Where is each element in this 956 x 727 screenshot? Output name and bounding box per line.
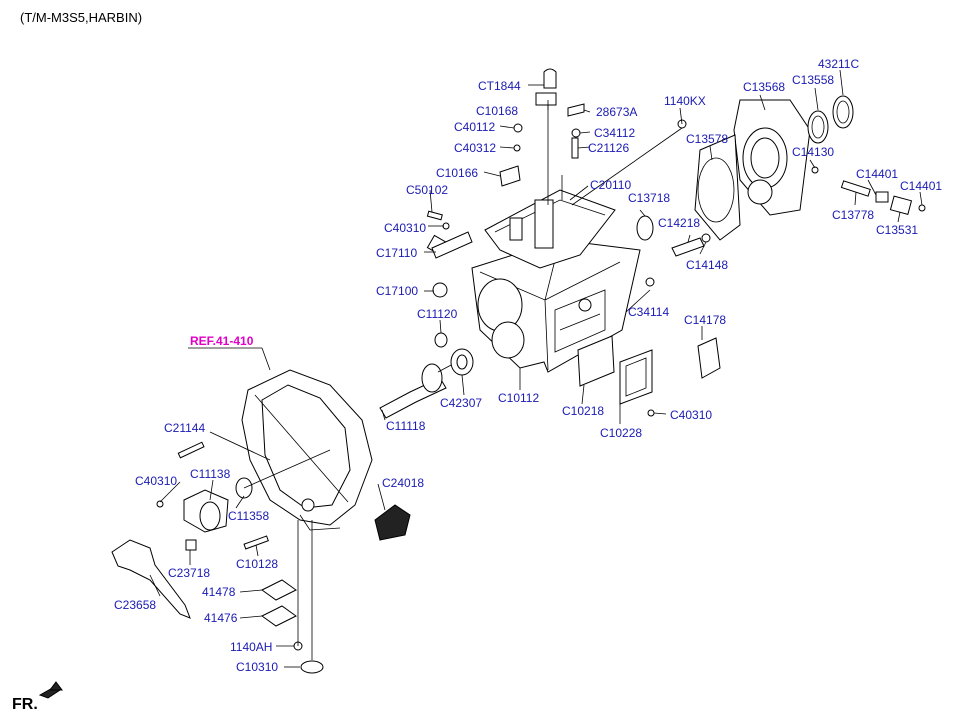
part-label-c40312[interactable]: C40312 <box>454 141 497 155</box>
part-label-c40310-left[interactable]: C40310 <box>135 474 178 488</box>
part-label-41478[interactable]: 41478 <box>202 585 236 599</box>
part-label-c17110[interactable]: C17110 <box>376 246 418 260</box>
part-label-c40310-top[interactable]: C40310 <box>384 221 427 235</box>
part-label-c10128[interactable]: C10128 <box>236 557 279 571</box>
part-label-c13558[interactable]: C13558 <box>792 73 835 87</box>
bell-housing <box>241 369 373 531</box>
part-label-c40112[interactable]: C40112 <box>454 120 496 134</box>
part-label-c13778[interactable]: C13778 <box>832 208 875 222</box>
part-label-c10310[interactable]: C10310 <box>236 660 279 674</box>
part-label-c14148[interactable]: C14148 <box>686 258 729 272</box>
part-label-c21144[interactable]: C21144 <box>164 421 206 435</box>
part-label-c20110[interactable]: C20110 <box>590 178 632 192</box>
part-label-43211c[interactable]: 43211C <box>818 57 860 71</box>
part-label-c11138[interactable]: C11138 <box>190 467 231 481</box>
part-label-c14401-a[interactable]: C14401 <box>856 167 899 181</box>
hardware <box>177 103 819 674</box>
part-label-c14218[interactable]: C14218 <box>658 216 701 230</box>
part-label-c13718[interactable]: C13718 <box>628 191 671 205</box>
front-arrow-icon <box>38 681 63 699</box>
side-covers <box>577 335 721 417</box>
part-label-c13531[interactable]: C13531 <box>876 223 919 237</box>
part-label-c11358[interactable]: C11358 <box>228 509 270 523</box>
part-label-c40310-side[interactable]: C40310 <box>670 408 713 422</box>
part-label-1140ah[interactable]: 1140AH <box>230 640 273 654</box>
part-label-c34114[interactable]: C34114 <box>628 305 670 319</box>
part-label-c10228[interactable]: C10228 <box>600 426 643 440</box>
part-label-c14130[interactable]: C14130 <box>792 145 835 159</box>
part-label-c50102[interactable]: C50102 <box>406 183 449 197</box>
part-label-c11118[interactable]: C11118 <box>386 419 426 433</box>
speedo-parts <box>840 180 926 215</box>
input-shaft <box>379 348 474 419</box>
part-label-41476[interactable]: 41476 <box>204 611 238 625</box>
part-label-c10112[interactable]: C10112 <box>498 391 540 405</box>
part-label-c34112[interactable]: C34112 <box>594 126 636 140</box>
part-label-c42307[interactable]: C42307 <box>440 396 483 410</box>
reference-link-41-410[interactable]: REF.41-410 <box>190 334 254 348</box>
part-label-c10166[interactable]: C10166 <box>436 166 479 180</box>
part-label-28673a[interactable]: 28673A <box>596 105 638 119</box>
part-label-c13568[interactable]: C13568 <box>743 80 786 94</box>
part-label-c23718[interactable]: C23718 <box>168 566 211 580</box>
diagram-title: (T/M-M3S5,HARBIN) <box>20 10 143 25</box>
part-label-c24018[interactable]: C24018 <box>382 476 425 490</box>
rear-housing <box>694 99 811 241</box>
leader-lines <box>149 69 923 668</box>
part-label-c14401-b[interactable]: C14401 <box>900 179 943 193</box>
part-label-c10168[interactable]: C10168 <box>476 104 519 118</box>
part-label-1140kx[interactable]: 1140KX <box>664 94 706 108</box>
part-label-c17100[interactable]: C17100 <box>376 284 419 298</box>
part-label-c14178[interactable]: C14178 <box>684 313 727 327</box>
part-label-c11120[interactable]: C11120 <box>417 307 458 321</box>
seals <box>807 95 854 144</box>
part-label-c21126[interactable]: C21126 <box>588 141 630 155</box>
part-label-c10218[interactable]: C10218 <box>562 404 605 418</box>
part-label-c23658[interactable]: C23658 <box>114 598 157 612</box>
release-boot <box>374 504 411 541</box>
shift-cover <box>484 68 616 269</box>
part-label-ct1844[interactable]: CT1844 <box>478 79 521 93</box>
front-direction-label: FR. <box>12 696 38 713</box>
part-label-c13578[interactable]: C13578 <box>686 132 729 146</box>
